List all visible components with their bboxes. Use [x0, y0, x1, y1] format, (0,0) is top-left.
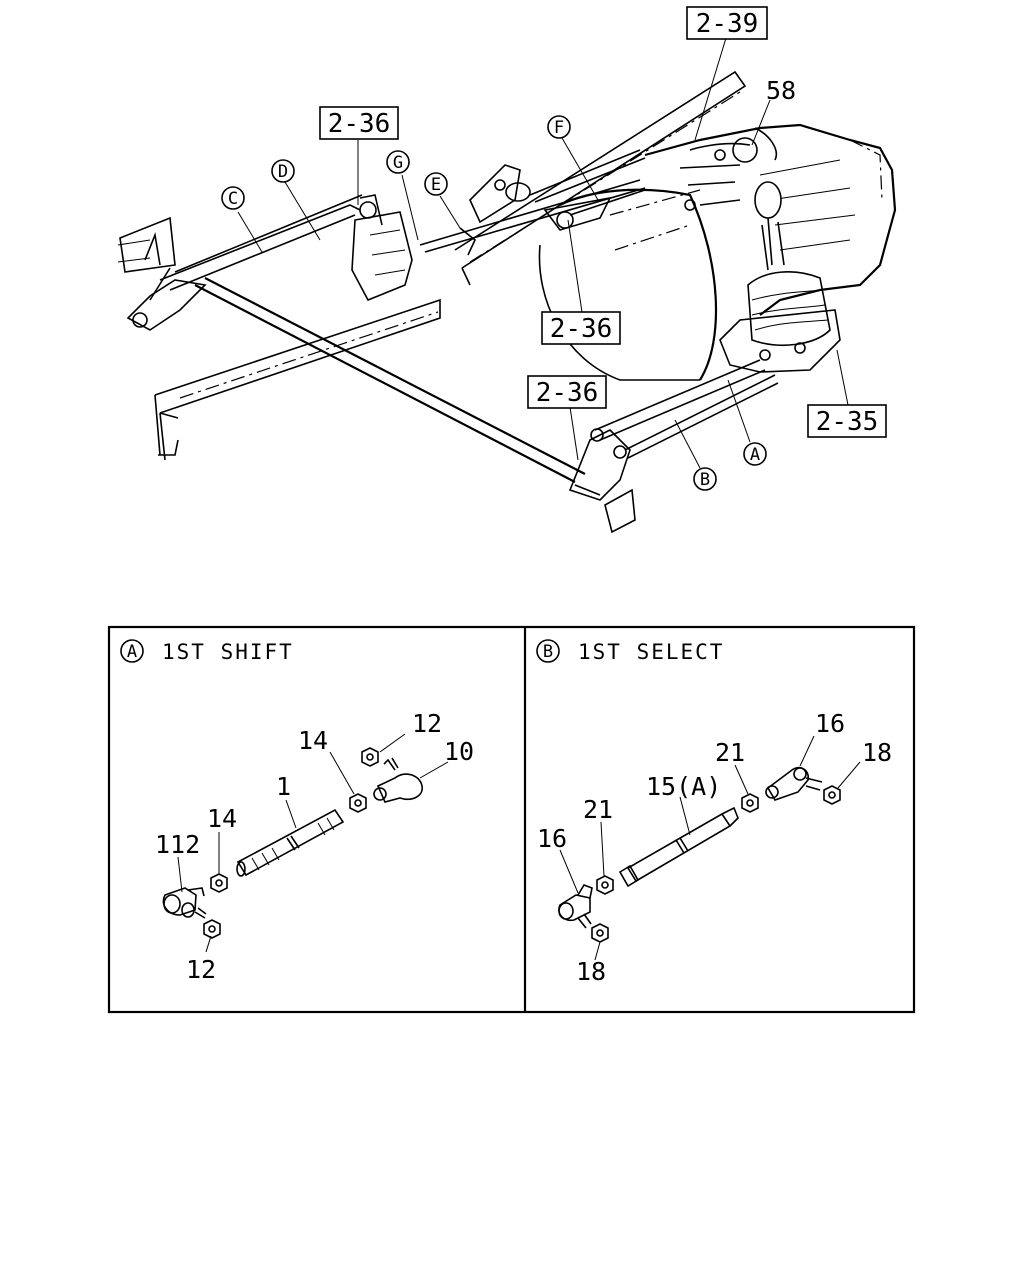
- overview-assembly: 2-39 2-36 2-36 2-36 2-35 58 C D: [117, 6, 897, 534]
- callout-a: A: [743, 442, 767, 466]
- part-18-nut-upper: [823, 785, 841, 805]
- callout-letter: C: [228, 189, 238, 209]
- left-bracket: [126, 232, 207, 331]
- callout-d: D: [271, 159, 295, 183]
- label-14-left: 14: [207, 804, 237, 833]
- panel-a-1st-shift: A 1ST SHIFT: [120, 639, 474, 984]
- panel-a-title: 1ST SHIFT: [162, 640, 294, 664]
- panel-b-title: 1ST SELECT: [578, 640, 724, 664]
- ref-box-2-36-top[interactable]: 2-36: [319, 106, 399, 140]
- part-12-nut-upper: [361, 747, 379, 767]
- detail-panels: A 1ST SHIFT: [107, 625, 916, 1014]
- ref-label: 2-36: [536, 378, 599, 408]
- callout-f: F: [547, 115, 571, 139]
- callout-g: G: [386, 150, 410, 174]
- panel-a-circle: A: [127, 642, 137, 662]
- label-10: 10: [444, 737, 474, 766]
- callout-letter: F: [554, 118, 564, 138]
- part-112-ball-joint: [162, 887, 207, 919]
- label-21-top: 21: [715, 738, 745, 767]
- ref-label: 2-35: [816, 407, 879, 437]
- callout-e: E: [424, 172, 448, 196]
- ref-label: 2-36: [328, 109, 391, 139]
- frame-rail: [154, 298, 441, 461]
- label-16-top: 16: [815, 709, 845, 738]
- lower-linkage: [568, 359, 779, 534]
- ref-box-2-36-mid[interactable]: 2-36: [541, 311, 621, 345]
- callout-letter: D: [278, 162, 288, 182]
- callout-b: B: [693, 467, 717, 491]
- label-112: 112: [155, 830, 200, 859]
- part-21-nut-left: [596, 875, 614, 895]
- upper-linkage: [459, 164, 612, 256]
- panel-b-1st-select: B 1ST SELECT: [536, 639, 892, 986]
- label-21-left: 21: [583, 795, 613, 824]
- label-1: 1: [276, 772, 291, 801]
- leader-lines: [237, 37, 849, 469]
- ref-label: 2-36: [550, 314, 613, 344]
- label-14-top: 14: [298, 726, 328, 755]
- upper-rail: [117, 70, 747, 286]
- part-14-nut-upper: [349, 793, 367, 813]
- part-14-nut-left: [210, 873, 228, 893]
- part-18-nut-lower: [591, 923, 609, 943]
- part-16-ball-joint-left: [558, 884, 593, 929]
- part-12-nut-lower: [203, 919, 221, 939]
- callout-letter: G: [393, 153, 403, 173]
- callout-letter: B: [700, 470, 710, 490]
- part-10-ball-joint: [373, 757, 423, 803]
- callout-letter: E: [431, 175, 441, 195]
- part-16-ball-joint-upper: [765, 766, 823, 801]
- shift-lever: [719, 181, 841, 373]
- label-15a: 15(A): [646, 772, 721, 801]
- callout-letter: A: [750, 445, 760, 465]
- label-18-bottom: 18: [576, 957, 606, 986]
- part-1-rod: [236, 808, 345, 877]
- middle-bracket: [351, 194, 413, 302]
- label-12-bottom: 12: [186, 955, 216, 984]
- ref-box-2-35[interactable]: 2-35: [807, 404, 887, 438]
- ref-box-2-39[interactable]: 2-39: [686, 6, 768, 40]
- callout-c: C: [221, 186, 245, 210]
- ref-label: 2-39: [696, 9, 759, 39]
- ref-box-2-36-low[interactable]: 2-36: [527, 375, 607, 409]
- part-15-rod: [618, 806, 739, 888]
- label-16-left: 16: [537, 824, 567, 853]
- label-18-top: 18: [862, 738, 892, 767]
- part-label-58: 58: [766, 76, 796, 105]
- panel-b-circle: B: [543, 642, 553, 662]
- label-12-top: 12: [412, 709, 442, 738]
- part-21-nut-upper: [741, 793, 759, 813]
